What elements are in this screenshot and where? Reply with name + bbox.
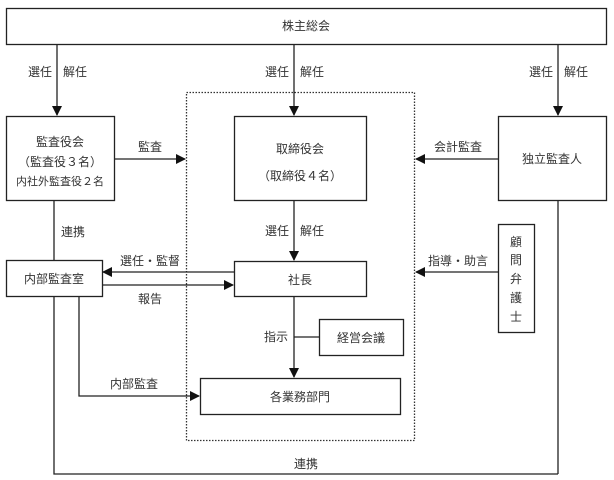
- legal-advisor-char-4: 護: [510, 290, 522, 305]
- label-elect-supervise: 選任・監督: [120, 253, 180, 268]
- board-of-directors-box[interactable]: [233, 115, 368, 202]
- independent-auditor-label: 独立監査人: [522, 151, 582, 166]
- label-cooperation-bottom: 連携: [294, 456, 318, 471]
- legal-advisor-box[interactable]: [497, 223, 536, 334]
- shareholders-meeting-box[interactable]: [5, 7, 608, 46]
- arrow-internal-audit: [78, 296, 200, 401]
- audit-board-note: 内社外監査役２名: [16, 174, 104, 188]
- label-report: 報告: [138, 292, 162, 306]
- label-dismiss-1: 解任: [63, 65, 87, 79]
- label-internal-audit: 内部監査: [110, 376, 158, 391]
- departments-box[interactable]: [199, 377, 402, 416]
- legal-advisor-char-5: 士: [510, 310, 522, 324]
- label-accounting-audit: 会計監査: [434, 139, 482, 154]
- internal-audit-office-label: 内部監査室: [24, 271, 84, 286]
- label-instruction: 指示: [264, 329, 288, 344]
- management-meeting-box[interactable]: [318, 318, 405, 357]
- label-elect-4: 選任: [265, 224, 289, 238]
- label-elect-3: 選任: [529, 65, 553, 79]
- shareholders-meeting-label: 株主総会: [282, 18, 330, 33]
- label-dismiss-2: 解任: [300, 65, 324, 79]
- independent-auditor-box[interactable]: [497, 115, 608, 202]
- label-cooperation-left: 連携: [61, 224, 85, 239]
- legal-advisor-char-3: 弁: [510, 271, 522, 286]
- internal-audit-office-box[interactable]: [5, 259, 104, 298]
- audit-board-title: 監査役会: [36, 134, 84, 149]
- label-elect-1: 選任: [28, 65, 52, 79]
- legal-advisor-char-2: 問: [510, 253, 522, 267]
- president-label: 社長: [288, 272, 312, 287]
- legal-advisor-char-1: 顧: [510, 234, 522, 249]
- president-box[interactable]: [233, 260, 368, 298]
- audit-board-box[interactable]: [5, 115, 116, 202]
- management-meeting-label: 経営会議: [337, 331, 385, 345]
- board-title: 取締役会: [276, 141, 324, 156]
- departments-label: 各業務部門: [270, 389, 330, 404]
- label-dismiss-4: 解任: [300, 224, 324, 238]
- link-bottom-cooperation: [53, 296, 558, 475]
- board-members: （取締役４名）: [258, 168, 342, 183]
- management-boundary: [185, 91, 416, 442]
- label-guidance: 指導・助言: [428, 253, 488, 268]
- label-audit: 監査: [138, 139, 162, 154]
- audit-board-members: （監査役３名）: [18, 154, 102, 169]
- label-dismiss-3: 解任: [564, 65, 588, 79]
- label-elect-2: 選任: [265, 65, 289, 79]
